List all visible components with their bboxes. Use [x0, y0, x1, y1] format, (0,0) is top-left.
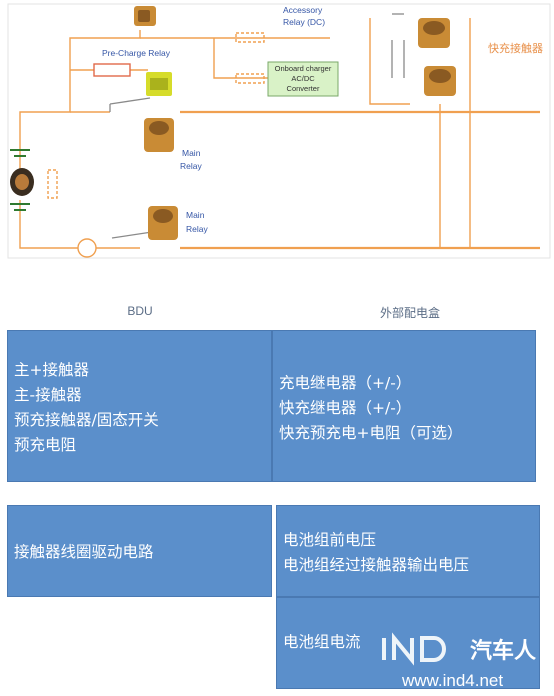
watermark-brand: 汽车人 — [470, 638, 536, 664]
switch-symbols — [109, 13, 405, 239]
bdu-item-1: 主+接触器 — [14, 361, 89, 379]
external-current-item: 电池组电流 — [283, 633, 361, 651]
diagram-frame — [7, 3, 551, 259]
precharge-relay-icon — [146, 72, 172, 96]
watermark-logo: 汽车人 www.ind4.net — [382, 632, 536, 690]
fast-charge-contactor-lower-icon — [424, 66, 456, 96]
onboard-charger-box — [267, 61, 339, 97]
accessory-relay-label: Accessory — [283, 5, 323, 15]
accessory-relay-icon — [134, 6, 156, 26]
wires — [19, 18, 540, 258]
fast-charge-contactor-label: 快充接触器 — [488, 41, 543, 55]
watermark-url: www.ind4.net — [401, 671, 503, 690]
bdu-item-4: 预充电阻 — [14, 436, 77, 454]
external-current-box: 电池组电流 — [276, 597, 540, 689]
external-voltage-item-2: 电池组经过接触器输出电压 — [283, 556, 470, 574]
external-voltage-box: 电池组前电压 电池组经过接触器输出电压 — [276, 505, 540, 597]
bdu-components-box: 主+接触器 主-接触器 预充接触器/固态开关 预充电阻 — [7, 330, 272, 482]
onboard-charger-label: Onboard charger — [275, 64, 332, 73]
bdu-coil-drive-item: 接触器线圈驱动电路 — [14, 543, 154, 561]
onboard-charger-label-3: Converter — [287, 84, 320, 93]
accessory-relay-label-2: Relay (DC) — [283, 17, 325, 27]
main-relay-lower-icon — [148, 206, 178, 240]
main-relay-lower-label: Main — [186, 210, 205, 220]
external-distribution-box-header: 外部配电盒 — [379, 306, 440, 320]
bdu-item-3: 预充接触器/固态开关 — [14, 411, 159, 429]
external-box-components-box: 充电继电器（+/-） 快充继电器（+/-） 快充预充电+电阻（可选） — [272, 330, 536, 482]
bdu-item-2: 主-接触器 — [14, 386, 82, 404]
battery-module-icon — [10, 168, 34, 196]
battery-stack — [10, 149, 30, 211]
main-relay-upper-icon — [144, 118, 174, 152]
main-relay-upper-label-2: Relay — [180, 161, 202, 171]
external-voltage-item-1: 电池组前电压 — [283, 531, 377, 549]
main-relay-upper-label: Main — [182, 148, 201, 158]
external-item-1: 充电继电器（+/-） — [279, 374, 412, 392]
main-relay-lower-label-2: Relay — [186, 224, 208, 234]
ind4-logo-icon — [382, 632, 446, 666]
external-item-3: 快充预充电+电阻（可选） — [279, 424, 463, 442]
external-item-2: 快充继电器（+/-） — [279, 399, 412, 417]
fast-charge-contactor-upper-icon — [418, 18, 450, 48]
bdu-coil-drive-box: 接触器线圈驱动电路 — [7, 505, 272, 597]
relay-circuit-diagram: Accessory Relay (DC) Pre-Charge Relay Ma… — [7, 3, 551, 259]
bdu-column-header: BDU — [127, 304, 153, 318]
onboard-charger-label-2: AC/DC — [291, 74, 315, 83]
precharge-relay-label: Pre-Charge Relay — [102, 48, 171, 58]
